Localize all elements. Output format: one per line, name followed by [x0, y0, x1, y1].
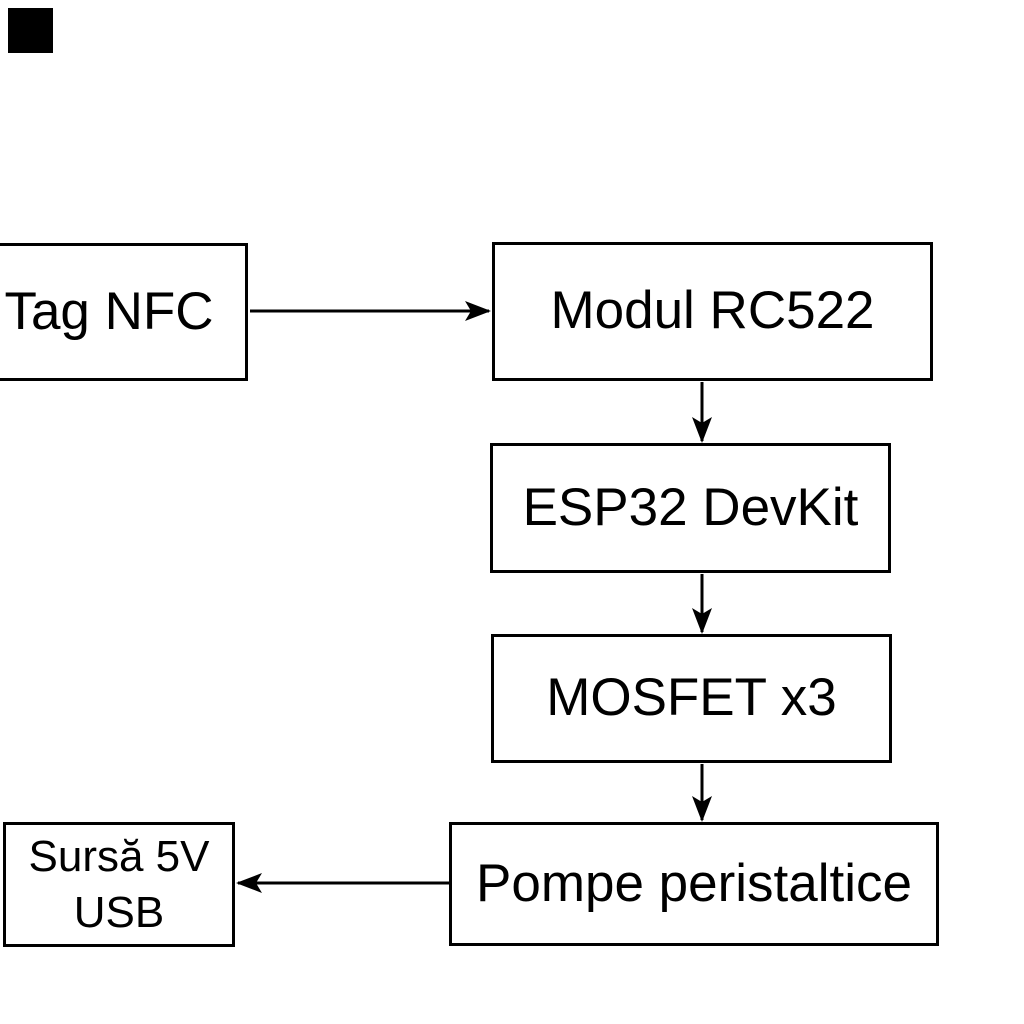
node-mosfet-x3-label: MOSFET x3	[546, 668, 837, 728]
node-sursa-label-line2: USB	[73, 887, 165, 937]
node-esp32-devkit-label: ESP32 DevKit	[522, 477, 859, 537]
node-pompe-peristaltice: Pompe peristaltice	[449, 822, 939, 946]
node-tag-nfc: Tag NFC	[0, 243, 248, 381]
node-pompe-peristaltice-label: Pompe peristaltice	[476, 853, 912, 913]
node-tag-nfc-label: Tag NFC	[4, 281, 214, 341]
node-esp32-devkit: ESP32 DevKit	[490, 443, 891, 573]
node-modul-rc522-label: Modul RC522	[550, 281, 875, 341]
corner-artifact-square	[8, 8, 53, 53]
node-sursa-5v-usb: Sursă 5V USB	[3, 822, 235, 947]
node-modul-rc522: Modul RC522	[492, 242, 933, 381]
node-sursa-label-line1: Sursă 5V	[28, 831, 210, 881]
node-mosfet-x3: MOSFET x3	[491, 634, 892, 763]
